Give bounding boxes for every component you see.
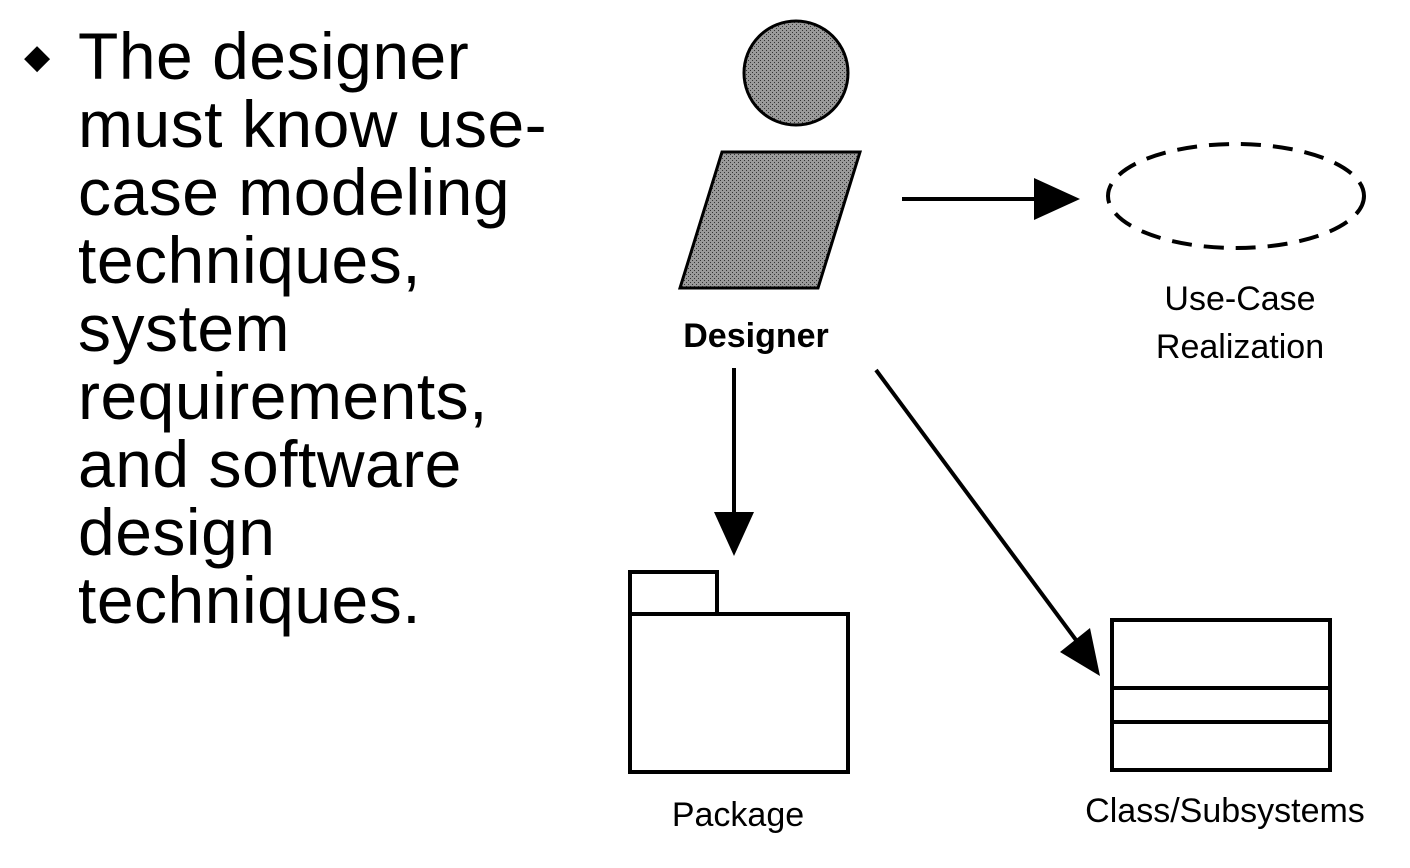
- actor-head: [742, 19, 850, 127]
- package-folder-icon: [628, 570, 850, 774]
- bullet-line: system: [78, 291, 291, 365]
- class-box: [1110, 618, 1332, 772]
- use-case-label-line2: Realization: [1156, 328, 1324, 366]
- bullet-line: must know use-: [78, 87, 548, 161]
- bullet-line: requirements,: [78, 359, 489, 433]
- bullet-line: design: [78, 495, 276, 569]
- use-case-label-line1: Use-Case: [1164, 280, 1315, 318]
- arrow-to-package: [714, 368, 754, 556]
- bullet-line: case modeling: [78, 155, 511, 229]
- designer-label: Designer: [683, 317, 829, 355]
- class-label: Class/Subsystems: [1085, 792, 1365, 830]
- bullet-line: techniques.: [78, 563, 422, 637]
- bullet-line: and software: [78, 427, 462, 501]
- package-tab: [628, 570, 719, 616]
- bullet-text: The designer must know use- case modelin…: [78, 22, 547, 634]
- arrow-to-class: [874, 368, 1100, 676]
- bullet-line: techniques,: [78, 223, 422, 297]
- diamond-bullet-icon: ◆: [24, 38, 51, 76]
- class-box-icon: [1110, 618, 1332, 772]
- designer-actor-icon: [677, 19, 863, 290]
- actor-body: [677, 150, 863, 290]
- package-label: Package: [672, 796, 804, 834]
- package-body: [628, 612, 850, 774]
- use-case-ellipse-icon: [1106, 142, 1366, 250]
- bullet-line: The designer: [78, 19, 470, 93]
- arrow-to-use-case: [902, 178, 1080, 220]
